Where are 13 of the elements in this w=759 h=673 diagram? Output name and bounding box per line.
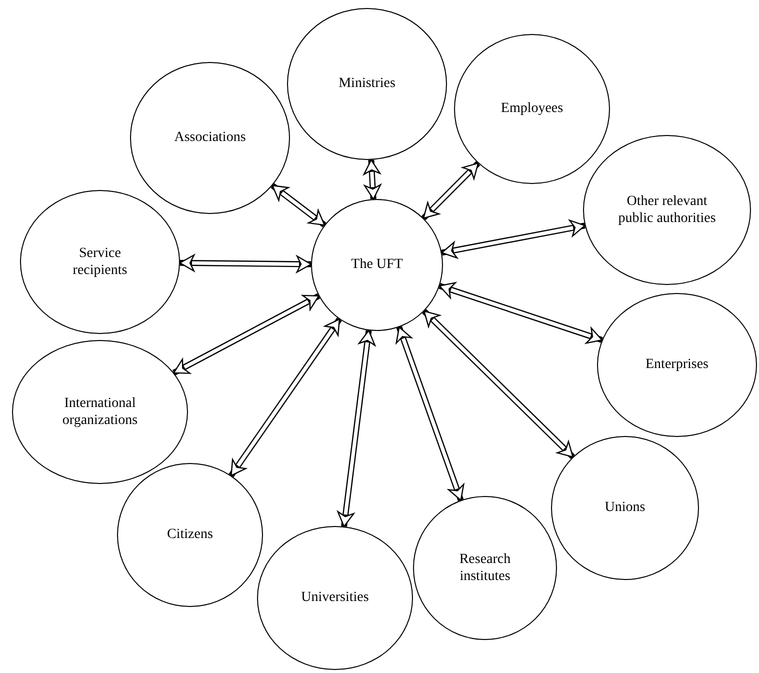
node-label: Service recipients [72, 244, 128, 280]
node-label: Ministries [338, 75, 396, 93]
node-label: The UFT [351, 256, 403, 274]
node-label: International organizations [61, 394, 139, 430]
node-label: Enterprises [646, 356, 708, 374]
node-label: Universities [301, 589, 369, 607]
node-label: Associations [174, 129, 246, 147]
node-label: Other relevant public authorities [617, 192, 717, 228]
node-label: Citizens [167, 526, 213, 544]
node-label: Research institutes [458, 550, 512, 586]
node-label: Employees [500, 100, 564, 118]
node-label: Unions [604, 499, 646, 517]
circle-node [311, 199, 443, 331]
